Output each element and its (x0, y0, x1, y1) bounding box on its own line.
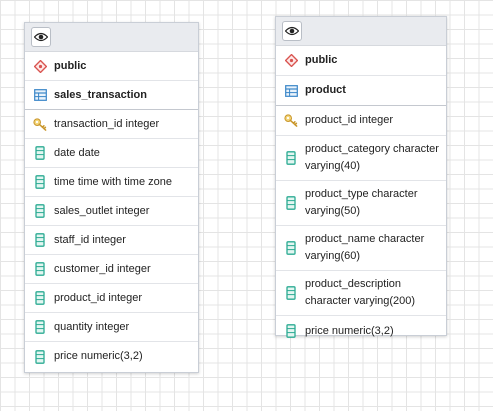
schema-icon (284, 54, 298, 67)
table-title-row: product (276, 76, 446, 106)
table-node-sales-transaction[interactable]: public sales_transaction transaction_id … (24, 22, 199, 373)
column-label: quantity integer (54, 320, 130, 333)
column-row: transaction_id integer (25, 110, 198, 139)
column-icon (33, 175, 47, 189)
column-label: time time with time zone (54, 175, 172, 188)
column-row: date date (25, 139, 198, 168)
column-icon (284, 241, 298, 255)
column-label: product_id integer (305, 114, 394, 126)
column-label: sales_outlet integer (54, 204, 150, 217)
column-row: customer_id integer (25, 255, 198, 284)
column-list: product_id integer product_category chara… (276, 106, 446, 346)
schema-name: public (305, 54, 338, 66)
column-row: product_id integer (25, 284, 198, 313)
column-icon (33, 204, 47, 218)
column-row: time time with time zone (25, 168, 198, 197)
column-icon (284, 196, 298, 210)
eye-icon[interactable] (282, 21, 302, 41)
column-icon (284, 151, 298, 165)
table-icon (33, 89, 47, 101)
table-node-product[interactable]: public product product_id integer product… (275, 16, 447, 338)
column-icon (33, 262, 47, 276)
schema-icon (33, 59, 47, 73)
primary-key-icon (284, 114, 298, 127)
table-icon (284, 84, 298, 97)
schema-name: public (54, 59, 87, 72)
column-label: customer_id integer (54, 262, 151, 275)
table-name: product (305, 84, 346, 96)
column-row: product_description character varying(20… (276, 271, 446, 316)
column-icon (33, 349, 47, 364)
column-row: staff_id integer (25, 226, 198, 255)
column-label: product_description character varying(20… (305, 278, 416, 307)
table-node-header (25, 23, 198, 52)
column-icon (33, 291, 47, 305)
table-name: sales_transaction (54, 88, 147, 101)
column-icon (33, 146, 47, 160)
primary-key-icon (33, 117, 47, 131)
column-label: date date (54, 146, 100, 159)
column-label: product_id integer (54, 291, 143, 304)
column-label: transaction_id integer (54, 117, 160, 130)
column-label: staff_id integer (54, 233, 126, 246)
column-row: product_id integer (276, 106, 446, 136)
column-row: product_name character varying(60) (276, 226, 446, 271)
column-row: price numeric(3,2) (25, 342, 198, 371)
column-row: product_type character varying(50) (276, 181, 446, 226)
column-icon (284, 324, 298, 338)
column-row: product_category character varying(40) (276, 136, 446, 181)
schema-row: public (25, 52, 198, 81)
column-list: transaction_id integer date date time time… (25, 110, 198, 371)
table-title-row: sales_transaction (25, 81, 198, 110)
column-label: product_category character varying(40) (305, 143, 439, 172)
schema-row: public (276, 46, 446, 76)
column-label: price numeric(3,2) (54, 350, 143, 362)
column-row: quantity integer (25, 313, 198, 342)
column-row: sales_outlet integer (25, 197, 198, 226)
column-icon (33, 233, 47, 247)
column-icon (284, 286, 298, 300)
table-node-header (276, 17, 446, 46)
column-label: product_type character varying(50) (305, 188, 418, 217)
column-icon (33, 320, 47, 334)
eye-icon[interactable] (31, 27, 51, 47)
column-label: price numeric(3,2) (305, 324, 394, 337)
column-row: price numeric(3,2) (276, 316, 446, 346)
column-label: product_name character varying(60) (305, 233, 425, 262)
